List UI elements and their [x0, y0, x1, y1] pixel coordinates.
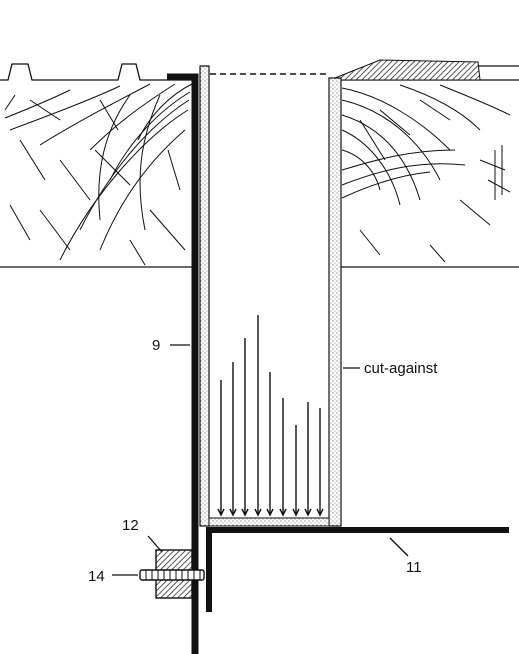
pocket-fibers — [217, 315, 324, 517]
fiber-arrowhead — [266, 508, 274, 517]
label-part-11: 11 — [406, 559, 422, 576]
fiber-arrowhead — [254, 508, 262, 517]
part-14-bolt — [139, 569, 205, 581]
fiber-arrowhead — [304, 508, 312, 517]
label-part-12: 12 — [122, 517, 139, 534]
leader-11 — [389, 537, 409, 557]
fiber-arrowhead — [292, 508, 300, 517]
right-lining-strip — [328, 77, 342, 527]
leader-12 — [147, 535, 163, 553]
left-lining-strip — [199, 65, 210, 527]
fiber-arrowhead — [229, 508, 237, 517]
right-wood-block — [329, 59, 519, 268]
fiber-arrowhead — [217, 508, 225, 517]
bottom-lining-strip — [208, 517, 330, 527]
right-wood-grain — [341, 84, 511, 263]
fiber-arrowhead — [241, 508, 249, 517]
part-9-plate — [167, 73, 199, 654]
left-wood-block — [0, 63, 194, 268]
label-part-9: 9 — [152, 337, 160, 354]
part-11-bracket — [206, 527, 509, 612]
label-part-14: 14 — [88, 568, 105, 585]
left-wood-grain — [4, 83, 193, 266]
label-cut-against: cut-against — [364, 360, 438, 377]
fiber-arrowhead — [316, 508, 324, 517]
fiber-arrowhead — [279, 508, 287, 517]
cut-surface-hatch — [329, 59, 481, 81]
